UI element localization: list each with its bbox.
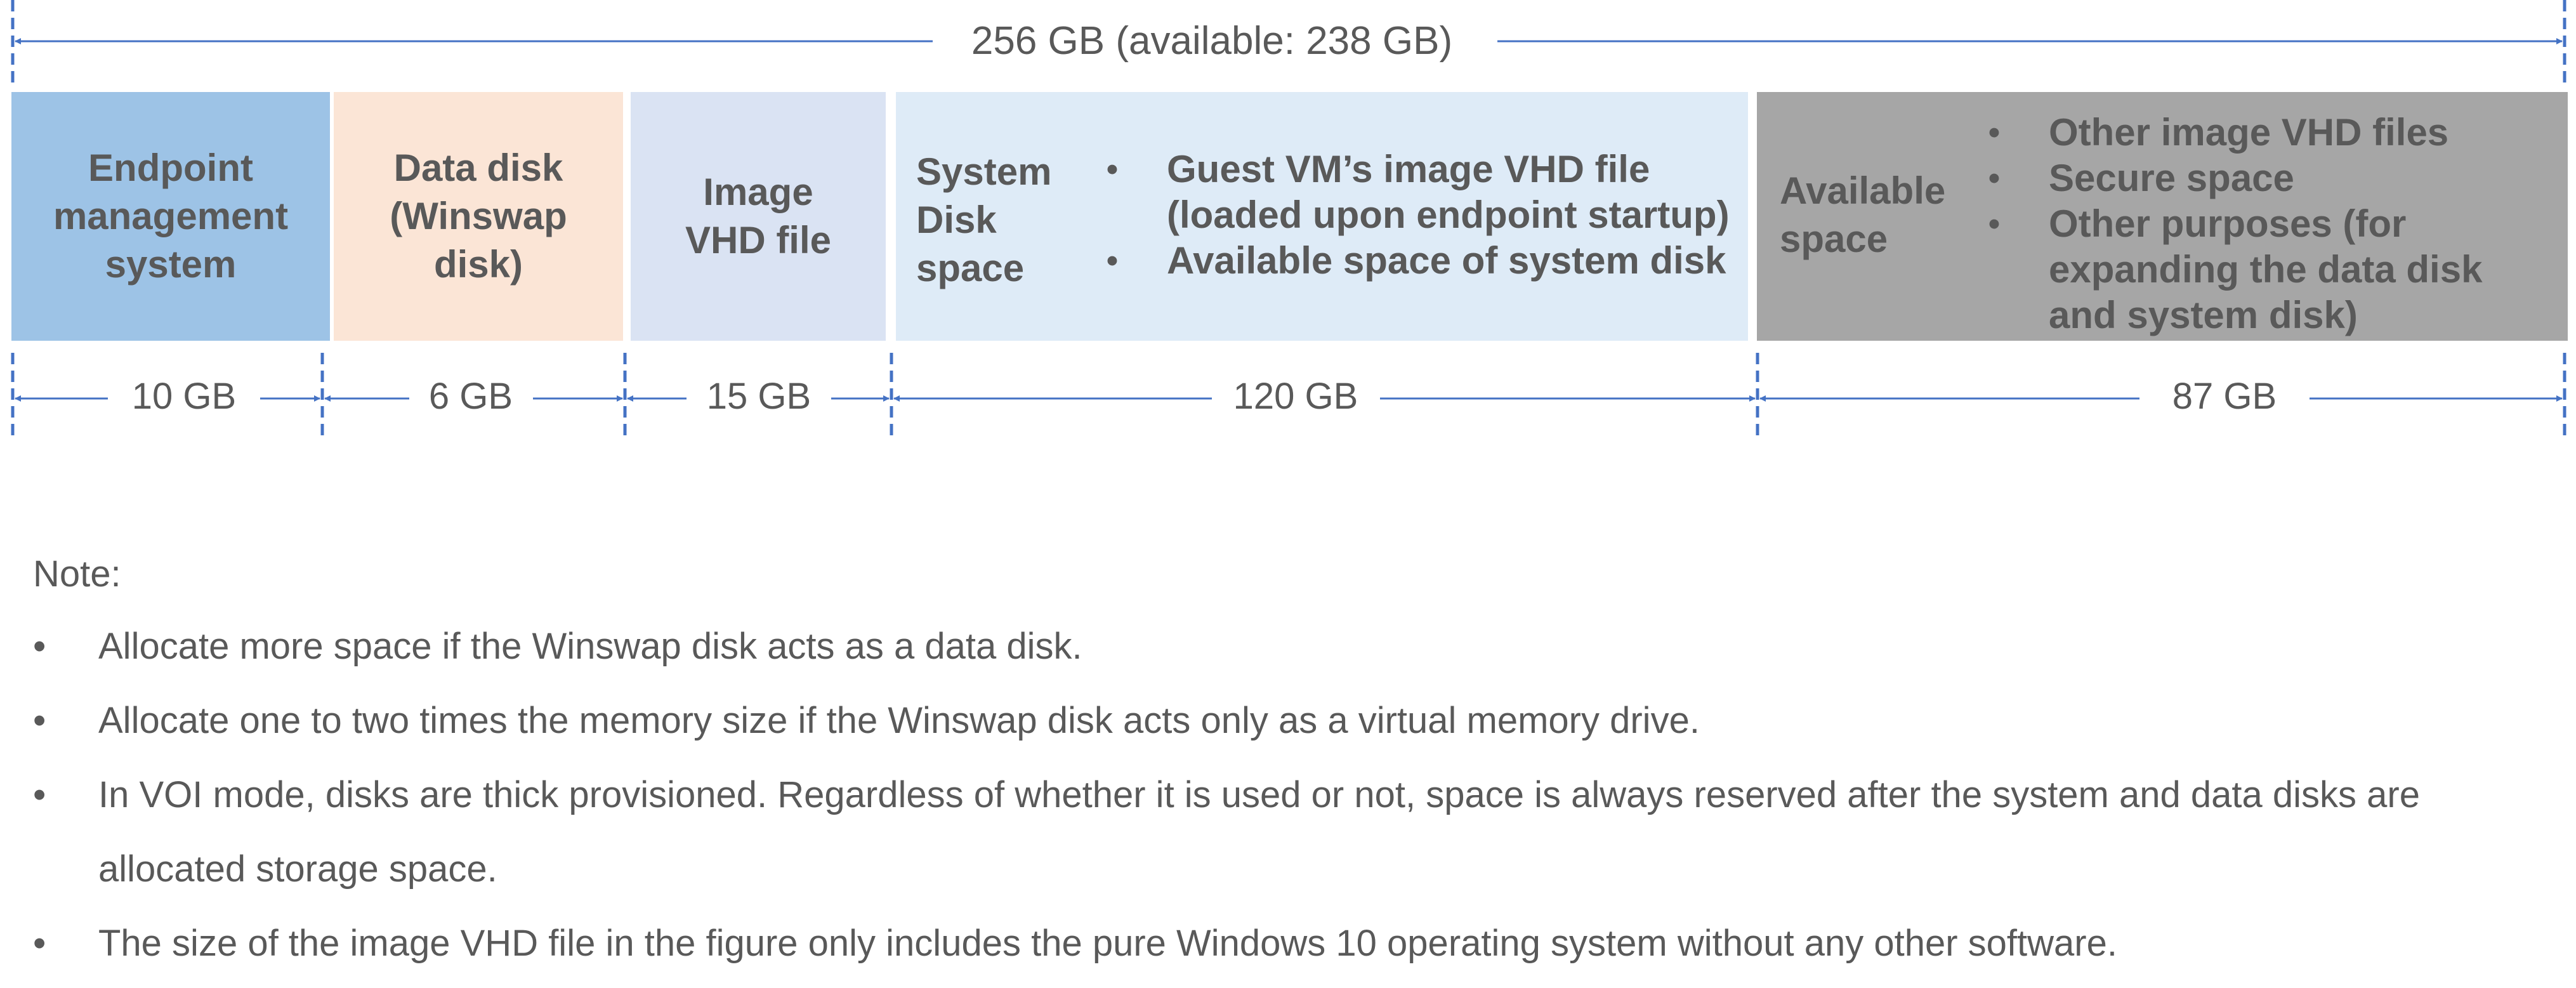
note-title: Note:: [33, 553, 121, 595]
available-space-label: Available space: [1780, 169, 1946, 260]
endpoint-management-label: Endpoint management system: [53, 147, 289, 286]
image-vhd-label: Image VHD file: [685, 171, 832, 261]
size-label-image-vhd: 15 GB: [690, 376, 827, 418]
system-disk-bullets: • Guest VM’s image VHD file (loaded upon…: [1107, 147, 1738, 284]
bullet-icon: •: [33, 626, 46, 667]
note-item: • The size of the image VHD file in the …: [33, 906, 2507, 980]
bullet-icon: •: [1988, 206, 2001, 242]
list-item: • Other purposes (for expanding the data…: [1988, 201, 2544, 338]
size-label-endpoint: 10 GB: [113, 376, 255, 418]
note-item: • Allocate more space if the Winswap dis…: [33, 609, 2507, 683]
note-item: • In VOI mode, disks are thick provision…: [33, 758, 2507, 906]
size-label-system-disk: 120 GB: [1216, 376, 1376, 418]
list-item: • Secure space: [1988, 155, 2544, 201]
bullet-icon: •: [1988, 160, 2001, 197]
bullet-icon: •: [1106, 151, 1119, 188]
size-label-available: 87 GB: [2143, 376, 2306, 418]
endpoint-management-block: Endpoint management system: [11, 92, 330, 341]
dimension-lines: [11, 0, 2566, 438]
size-label-data-disk: 6 GB: [414, 376, 528, 418]
system-disk-label: System Disk space: [916, 150, 1052, 289]
total-capacity-label: 256 GB (available: 238 GB): [933, 18, 1491, 65]
bullet-icon: •: [1106, 242, 1119, 279]
bullet-icon: •: [1988, 114, 2001, 151]
data-disk-label: Data disk (Winswap disk): [390, 147, 567, 286]
list-item: • Guest VM’s image VHD file (loaded upon…: [1107, 147, 1738, 238]
image-vhd-block: Image VHD file: [631, 92, 886, 341]
bullet-icon: •: [33, 923, 46, 964]
bullet-icon: •: [33, 774, 46, 815]
available-space-bullets: • Other image VHD files • Secure space •…: [1988, 110, 2544, 338]
bullet-icon: •: [33, 700, 46, 741]
available-space-block: Available space • Other image VHD files …: [1757, 92, 2568, 341]
data-disk-block: Data disk (Winswap disk): [334, 92, 623, 341]
list-item: • Other image VHD files: [1988, 110, 2544, 155]
system-disk-block: System Disk space • Guest VM’s image VHD…: [896, 92, 1748, 341]
list-item: • Available space of system disk: [1107, 238, 1738, 284]
note-item: • Allocate one to two times the memory s…: [33, 683, 2507, 758]
